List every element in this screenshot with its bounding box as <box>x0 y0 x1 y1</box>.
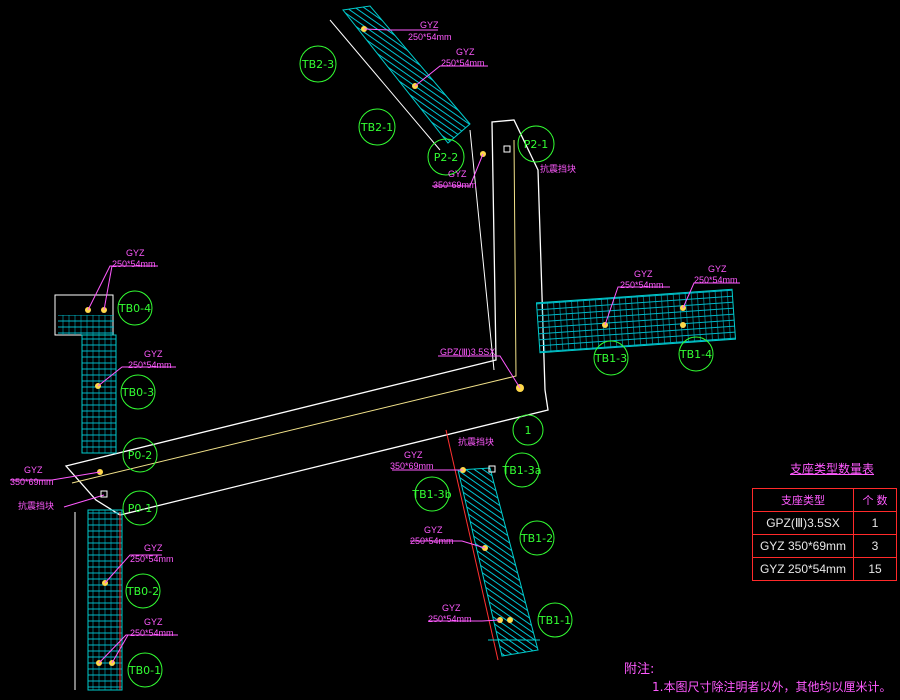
label-tb2-3: TB2-3 <box>301 58 334 71</box>
annot-gpz: GPZ(Ⅲ)3.5SX <box>440 347 495 357</box>
annot-gyz-size: 350*69mm <box>390 461 434 471</box>
bearing-table: 支座类型 个 数 GPZ(Ⅲ)3.5SX 1 GYZ 350*69mm 3 GY… <box>752 488 897 581</box>
table-cell-type: GPZ(Ⅲ)3.5SX <box>752 511 854 535</box>
annot-gyz-size: 350*69mm <box>10 477 54 487</box>
table-cell-type: GYZ 350*69mm <box>752 534 854 558</box>
annot-gyz-size: 250*54mm <box>408 32 452 42</box>
table-row: GYZ 350*69mm 3 <box>752 534 897 558</box>
label-tb1-1: TB1-1 <box>538 614 571 627</box>
label-tb0-4: TB0-4 <box>118 302 151 315</box>
annot-gyz-size: 250*54mm <box>441 58 485 68</box>
bearings <box>85 26 686 666</box>
leader-lines <box>10 28 740 664</box>
ramp-tb0-upper <box>54 294 117 454</box>
annot-gyz-size: 350*69mm <box>433 180 477 190</box>
annot-gyz: GYZ <box>708 264 727 274</box>
annot-gyz-size: 250*54mm <box>428 614 472 624</box>
annot-gyz: GYZ <box>24 465 43 475</box>
label-tb2-1: TB2-1 <box>360 121 393 134</box>
notes-line-1: 1.本图尺寸除注明者以外，其他均以厘米计。 <box>652 680 892 694</box>
label-tb1-3: TB1-3 <box>594 352 627 365</box>
notes-label: 附注: <box>624 662 655 677</box>
label-tb1-3b: TB1-3b <box>411 488 451 501</box>
main-deck <box>64 119 549 516</box>
annot-gyz-size: 250*54mm <box>694 275 738 285</box>
table-row: GPZ(Ⅲ)3.5SX 1 <box>752 511 897 535</box>
label-tb1-4: TB1-4 <box>679 348 712 361</box>
ramp-tb0-lower <box>74 509 123 691</box>
label-tb0-2: TB0-2 <box>126 585 159 598</box>
table-header-type: 支座类型 <box>752 488 854 512</box>
label-p2-1: P2-1 <box>524 138 549 151</box>
annot-gyz: GYZ <box>420 20 439 30</box>
annot-gyz: GYZ <box>634 269 653 279</box>
annot-gyz: GYZ <box>144 543 163 553</box>
annot-anti-block: 抗震挡块 <box>18 500 54 511</box>
label-tb0-3: TB0-3 <box>121 386 154 399</box>
label-tb1-2: TB1-2 <box>520 532 553 545</box>
annot-gyz: GYZ <box>456 47 475 57</box>
bearing-table-title: 支座类型数量表 <box>790 462 875 476</box>
anti-block-markers <box>100 145 511 498</box>
ramp-tb1-south <box>445 429 540 661</box>
annot-gyz-size: 250*54mm <box>112 259 156 269</box>
annot-gyz: GYZ <box>424 525 443 535</box>
table-cell-count: 15 <box>853 557 897 581</box>
ramp-tb2 <box>329 5 471 151</box>
annot-gyz: GYZ <box>448 169 467 179</box>
annot-gyz: GYZ <box>144 349 163 359</box>
label-tb0-1: TB0-1 <box>128 664 161 677</box>
label-p0-2: P0-2 <box>128 449 153 462</box>
table-header-row: 支座类型 个 数 <box>752 488 897 512</box>
table-cell-type: GYZ 250*54mm <box>752 557 854 581</box>
table-row: GYZ 250*54mm 15 <box>752 557 897 581</box>
annot-gyz: GYZ <box>126 248 145 258</box>
table-cell-count: 3 <box>853 534 897 558</box>
annot-gyz-size: 250*54mm <box>130 554 174 564</box>
annot-gyz-size: 250*54mm <box>620 280 664 290</box>
annot-gyz: GYZ <box>404 450 423 460</box>
table-header-count: 个 数 <box>853 488 897 512</box>
annot-gyz-size: 250*54mm <box>130 628 174 638</box>
label-tb1-3a: TB1-3a <box>502 464 542 477</box>
annot-anti-block: 抗震挡块 <box>540 163 576 174</box>
annot-gyz: GYZ <box>442 603 461 613</box>
table-cell-count: 1 <box>853 511 897 535</box>
label-p0-1: P0-1 <box>128 502 153 515</box>
label-circles <box>117 45 714 688</box>
annot-gyz-size: 250*54mm <box>410 536 454 546</box>
annot-gyz-size: 250*54mm <box>128 360 172 370</box>
label-axis-1: 1 <box>525 424 532 437</box>
ramp-tb1-east <box>535 288 737 354</box>
label-p2-2: P2-2 <box>434 151 459 164</box>
annot-anti-block: 抗震挡块 <box>458 436 494 447</box>
annot-gyz: GYZ <box>144 617 163 627</box>
